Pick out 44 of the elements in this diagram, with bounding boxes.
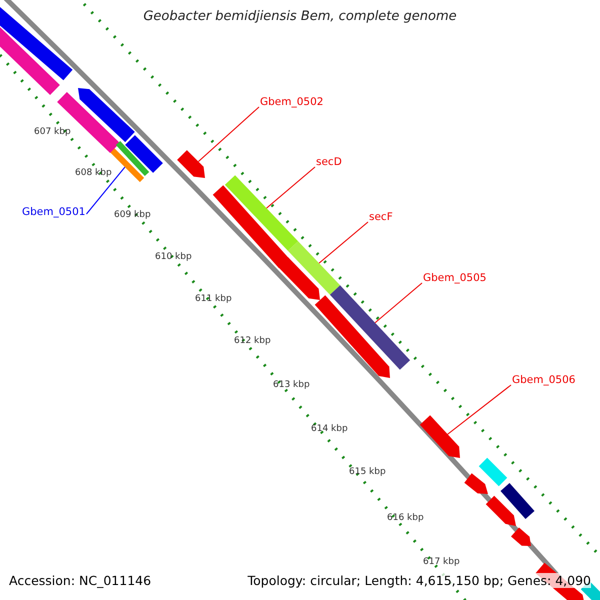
gene-feature	[314, 295, 390, 378]
gene-label: secD	[316, 156, 342, 168]
gene-feature	[125, 135, 163, 173]
gene-label: Gbem_0501	[22, 206, 86, 218]
gene-label: Gbem_0506	[512, 374, 576, 386]
gene-feature	[464, 473, 488, 494]
gene-feature	[288, 241, 340, 295]
gene-feature	[486, 496, 516, 526]
genome-summary: Topology: circular; Length: 4,615,150 bp; Genes: 4,090	[248, 573, 591, 588]
gene-feature	[177, 150, 205, 178]
gene-feature	[224, 175, 298, 251]
gene-feature	[278, 257, 320, 300]
leader-line	[266, 166, 316, 209]
scale-label: 610 kbp	[155, 252, 192, 262]
gene-feature	[110, 148, 144, 182]
scale-label: 611 kbp	[195, 294, 232, 304]
gene-feature	[511, 528, 531, 546]
gene-label: Gbem_0505	[423, 272, 486, 284]
leader-line	[374, 282, 422, 324]
gene-feature	[420, 415, 460, 458]
gene-feature	[330, 285, 410, 370]
gene-feature	[500, 483, 534, 519]
scale-label: 614 kbp	[311, 424, 348, 434]
gene-feature	[478, 458, 508, 486]
scale-label: 608 kbp	[75, 168, 112, 178]
scale-label: 616 kbp	[387, 513, 424, 523]
leader-line	[318, 222, 368, 264]
scale-label: 615 kbp	[349, 467, 386, 477]
leader-line	[198, 106, 260, 162]
leader-line	[447, 384, 512, 435]
gene-label: Gbem_0502	[260, 96, 324, 108]
gene-feature	[0, 27, 60, 95]
gene-feature	[0, 6, 73, 80]
scale-label: 617 kbp	[423, 557, 460, 567]
gene-feature	[78, 88, 135, 142]
scale-label: 607 kbp	[34, 127, 71, 137]
gene-feature	[212, 185, 290, 270]
gene-label: secF	[369, 211, 393, 223]
scale-label: 613 kbp	[273, 380, 310, 390]
title: Geobacter bemidjiensis Bem, complete genome	[142, 9, 458, 24]
scale-label: 612 kbp	[234, 336, 271, 346]
accession-note: Accession: NC_011146	[9, 573, 152, 588]
scale-label: 609 kbp	[114, 210, 151, 220]
gene-feature	[116, 141, 150, 176]
